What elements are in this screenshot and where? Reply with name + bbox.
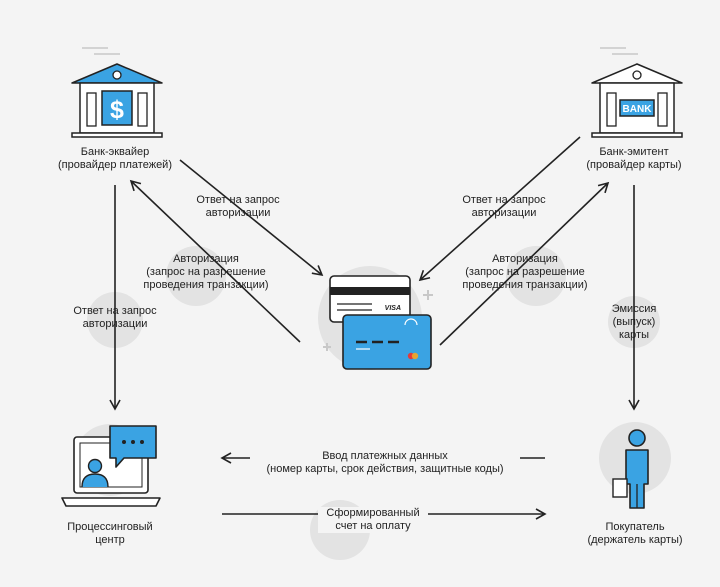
acquirer-subtitle: (провайдер платежей): [58, 159, 172, 171]
edge-label-line: (запрос на разрешение: [465, 266, 585, 278]
edge-label-line: авторизации: [205, 207, 271, 219]
bank-icon: BANK: [591, 47, 683, 138]
edge-label-invoice: Сформированный счет на оплату: [318, 507, 428, 533]
edge-label-acq-to-processing: Ответ на запрос авторизации: [55, 305, 175, 331]
edge-label-line: Ввод платежных данных: [322, 450, 448, 462]
edge-label-line: (номер карты, срок действия, защитные ко…: [266, 463, 504, 475]
edge-label-line: Авторизация: [173, 253, 239, 265]
buyer-title: Покупатель: [605, 521, 665, 533]
bank-dollar-icon: $: [71, 47, 163, 138]
processing-subtitle: центр: [95, 534, 125, 546]
edge-label-line: Ответ на запрос: [73, 305, 157, 317]
edge-label-payment-input: Ввод платежных данных (номер карты, срок…: [250, 450, 520, 476]
arrow-acq-to-cards: [179, 159, 324, 277]
buyer-label: Покупатель (держатель карты): [575, 521, 695, 547]
edge-label-line: Ответ на запрос: [462, 194, 546, 206]
bg-circle: [166, 246, 226, 306]
edge-label-line: проведения транзакции): [462, 279, 588, 291]
arrow-cards-to-iss: [439, 181, 610, 346]
edge-label-line: авторизации: [82, 318, 148, 330]
edge-label-acq-response: Ответ на запрос авторизации: [178, 194, 298, 220]
edge-label-line: Ответ на запрос: [196, 194, 280, 206]
arrow-cards-to-acq: [129, 179, 301, 343]
issuer-label: Банк-эмитент (провайдер карты): [579, 146, 689, 172]
arrow-iss-to-cards: [418, 136, 581, 282]
edge-label-line: счет на оплату: [335, 520, 411, 532]
acquirer-label: Банк-эквайер (провайдер платежей): [55, 146, 175, 172]
laptop-chat-icon: [61, 425, 161, 507]
visa-text: VISA: [385, 305, 401, 312]
person-icon: [612, 429, 649, 509]
edge-label-line: авторизации: [471, 207, 537, 219]
buyer-subtitle: (держатель карты): [587, 534, 683, 546]
edge-label-line: карты: [619, 329, 649, 341]
processing-title: Процессинговый: [67, 521, 153, 533]
edge-label-line: Сформированный: [326, 507, 420, 519]
edge-label-line: проведения транзакции): [143, 279, 269, 291]
issuer-title: Банк-эмитент: [599, 146, 669, 158]
edge-label-line: (запрос на разрешение: [146, 266, 266, 278]
svg-text:$: $: [110, 96, 124, 124]
bg-circle: [506, 246, 566, 306]
issuer-subtitle: (провайдер карты): [586, 159, 682, 171]
edge-label-acq-auth: Авторизация (запрос на разрешение провед…: [136, 253, 276, 292]
edge-label-iss-response: Ответ на запрос авторизации: [444, 194, 564, 220]
processing-label: Процессинговый центр: [55, 521, 165, 547]
edge-label-line: (выпуск): [612, 316, 656, 328]
edge-label-emission: Эмиссия (выпуск) карты: [604, 303, 664, 342]
acquirer-title: Банк-эквайер: [80, 146, 150, 158]
edge-label-line: Эмиссия: [611, 303, 657, 315]
edge-label-iss-auth: Авторизация (запрос на разрешение провед…: [455, 253, 595, 292]
credit-cards-icon: VISA: [323, 275, 433, 370]
bank-sign-text: BANK: [623, 104, 653, 115]
edge-label-line: Авторизация: [492, 253, 558, 265]
